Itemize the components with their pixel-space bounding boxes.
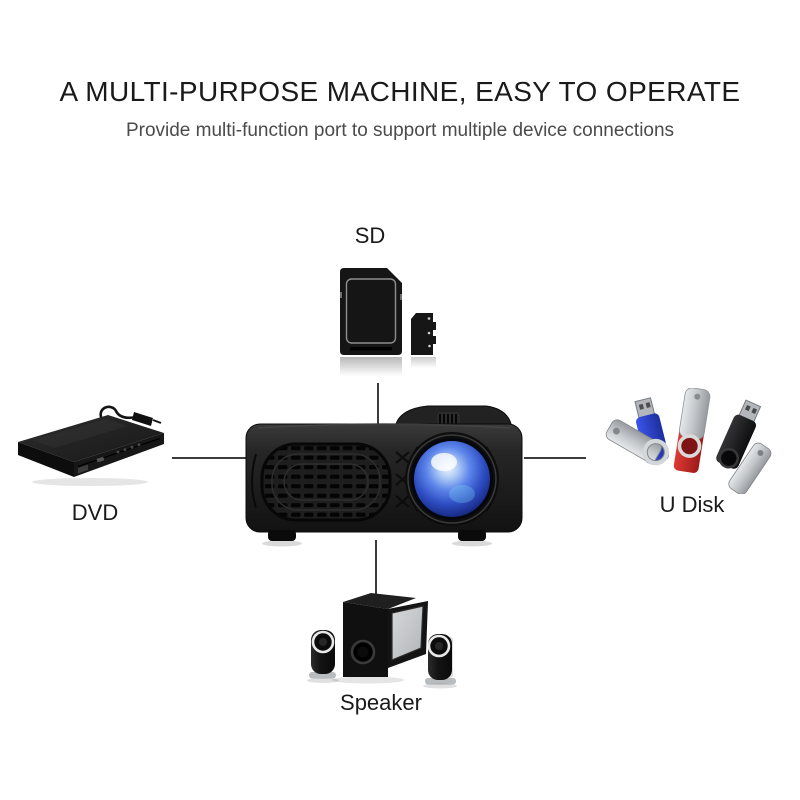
connector-line-speaker <box>375 540 377 594</box>
page-title: A MULTI-PURPOSE MACHINE, EASY TO OPERATE <box>59 76 741 107</box>
speaker-label: Speaker <box>340 690 422 715</box>
speaker-system-icon <box>307 593 457 689</box>
sd-label: SD <box>354 223 386 248</box>
connector-line-udisk <box>524 457 586 459</box>
satellite-speaker-left <box>307 630 339 683</box>
usb-flash-drives-icon <box>605 388 772 494</box>
satellite-speaker-right <box>423 634 457 689</box>
connector-line-sd <box>377 383 379 428</box>
sd-card-icon <box>340 268 436 376</box>
page-subtitle: Provide multi-function port to support m… <box>125 120 675 141</box>
usb-drive-black <box>716 399 772 494</box>
projector-icon <box>245 405 523 547</box>
dvd-player-icon <box>18 405 164 486</box>
dvd-label: DVD <box>71 500 119 525</box>
connector-line-dvd <box>172 457 247 459</box>
usb-drive-red <box>673 388 711 473</box>
udisk-label: U Disk <box>659 492 725 517</box>
usb-drive-blue <box>605 397 670 466</box>
